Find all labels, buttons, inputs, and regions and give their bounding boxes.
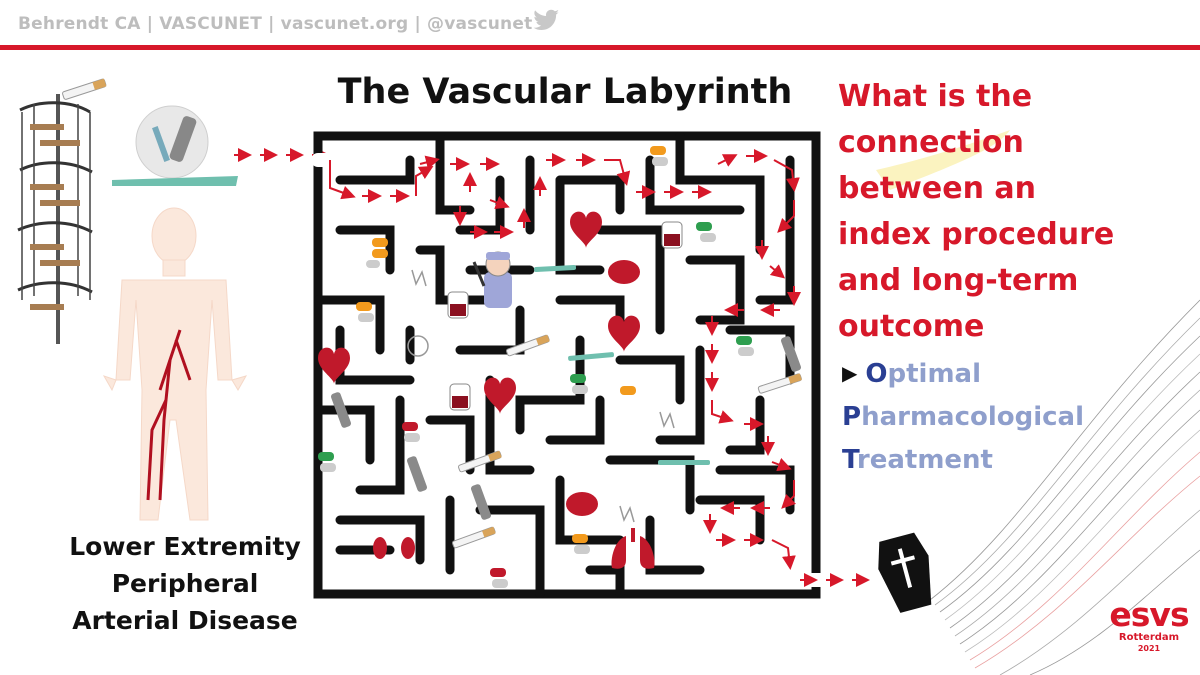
- opt-word-rest: harmacological: [861, 402, 1085, 432]
- kidneys-icon: [373, 537, 415, 559]
- maze-title: The Vascular Labyrinth: [337, 72, 793, 112]
- twitter-bird-icon: [533, 9, 559, 31]
- device-bubble-icon: [112, 105, 238, 186]
- highlight-swoosh: [876, 130, 1010, 190]
- question-line: What is the: [838, 79, 1033, 114]
- esvs-logo-mark: esvs: [1109, 595, 1189, 634]
- spiral-staircase-icon: [17, 94, 93, 344]
- stent-icon: [330, 336, 802, 520]
- suture-icon: [407, 269, 675, 523]
- esvs-logo: esvs Rotterdam 2021: [1108, 598, 1190, 654]
- cigarette-icon: [452, 334, 802, 549]
- pill-capsules-icon: [318, 146, 754, 588]
- opt-word-rest: ptimal: [887, 359, 982, 389]
- question-line: and long-term: [838, 263, 1079, 298]
- brain-icon: [566, 260, 640, 516]
- question-line: index procedure: [838, 217, 1115, 252]
- opt-item-optimal: ▶ Optimal: [842, 352, 1084, 396]
- opt-item-treatment: Treatment: [842, 439, 1084, 482]
- cigarette-icon: [62, 78, 107, 100]
- question-line: connection: [838, 125, 1024, 160]
- opt-acronym-list: ▶ Optimal Pharmacological Treatment: [842, 352, 1084, 482]
- disease-label: Lower Extremity Peripheral Arterial Dise…: [40, 528, 330, 639]
- disease-label-line: Peripheral: [111, 569, 259, 598]
- opt-initial: O: [865, 359, 888, 389]
- opt-initial: T: [842, 445, 857, 475]
- header-divider: [0, 45, 1200, 50]
- scalpel-icon: [534, 265, 710, 465]
- heart-icon: [318, 211, 640, 414]
- bullet-triangle-icon: ▶: [842, 361, 858, 385]
- maze-walls: [311, 131, 829, 599]
- esvs-logo-city: Rotterdam: [1118, 632, 1180, 643]
- decorative-wave-lines: [929, 299, 1200, 675]
- header-credit: Behrendt CA | VASCUNET | vascunet.org | …: [18, 14, 533, 34]
- disease-label-line: Lower Extremity: [69, 532, 301, 561]
- lungs-icon: [611, 528, 655, 569]
- leg-arteries-icon: [146, 329, 192, 501]
- question-line: between an: [838, 171, 1036, 206]
- header-bar: Behrendt CA | VASCUNET | vascunet.org | …: [0, 0, 1200, 44]
- coffin-icon: [878, 532, 932, 613]
- question-text: What is the connection between an index …: [838, 74, 1158, 350]
- esvs-logo-year: 2021: [1137, 644, 1161, 653]
- opt-initial: P: [842, 402, 862, 432]
- opt-item-pharmacological: Pharmacological: [842, 396, 1084, 439]
- surgeon-icon: [472, 251, 512, 308]
- human-figure-icon: [102, 207, 248, 521]
- opt-word-rest: reatment: [856, 445, 993, 475]
- maze-path-arrows: [329, 149, 801, 570]
- blood-bag-icon: [447, 221, 683, 411]
- question-line: outcome: [838, 309, 985, 344]
- disease-label-line: Arterial Disease: [72, 606, 298, 635]
